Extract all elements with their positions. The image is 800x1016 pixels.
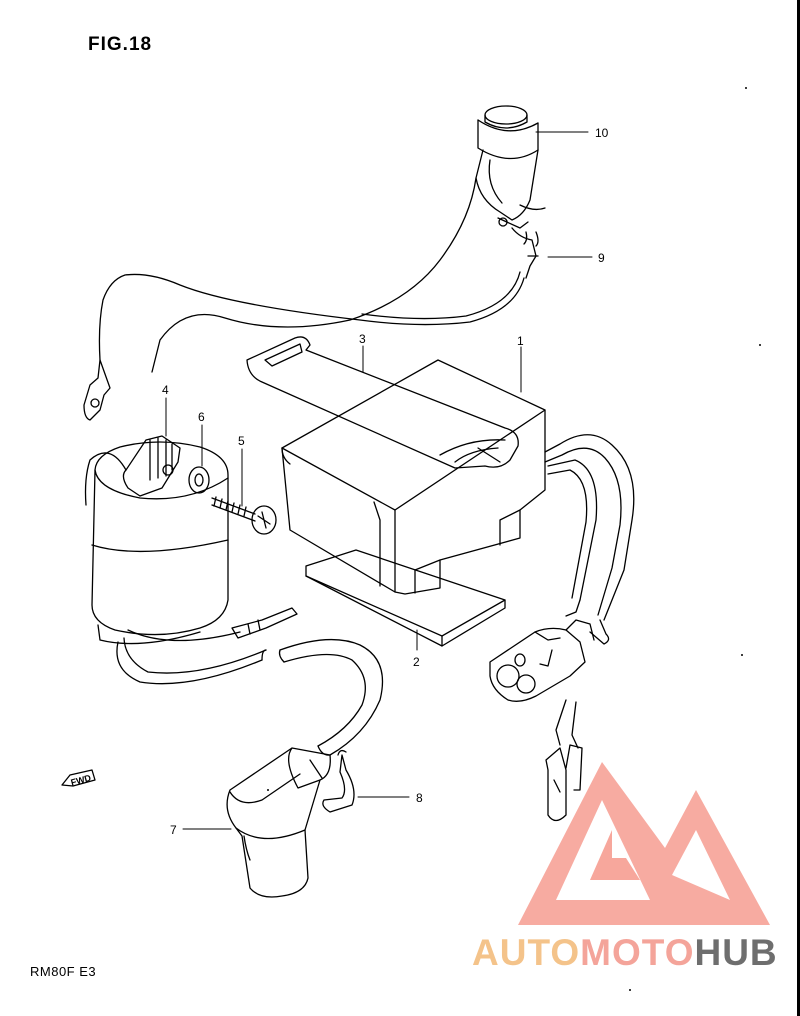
spark-plug-cap [226,747,331,898]
callout-4: 4 [162,383,169,397]
callout-3: 3 [359,332,366,346]
callout-2: 2 [413,655,420,669]
cdi-harness [544,434,635,645]
primary-lead [127,607,298,642]
triangle-logo-icon [518,762,770,925]
callout-9: 9 [598,251,605,265]
forward-arrow-icon [61,769,96,787]
logo-auto: AUTO [472,932,581,973]
screw [211,496,277,535]
bullet-connectors [545,699,583,822]
logo-moto: MOTO [580,932,695,973]
model-code: RM80F E3 [30,964,97,979]
engine-stop-switch [475,105,546,229]
callout-10: 10 [595,126,609,140]
callout-8: 8 [416,791,423,805]
callout-5: 5 [238,434,245,448]
rubber-pad [305,549,506,647]
page-edge [797,0,800,1016]
callout-1: 1 [517,334,524,348]
callout-6: 6 [198,410,205,424]
wire-coupler [489,619,595,702]
callout-leaders [165,131,593,830]
high-tension-lead [116,637,384,756]
wire-clamp [322,749,355,813]
logo-hub: HUB [694,932,778,973]
switch-lead-wire [151,177,477,373]
watermark-logo: AUTOMOTOHUB [472,932,778,974]
ignition-coil [84,435,229,645]
washer [188,466,210,494]
ring-terminal [83,359,111,421]
ignition-unit [281,359,546,595]
switch-ground-wire [98,273,525,361]
ground-terminal [511,227,539,279]
callout-7: 7 [170,823,177,837]
mounting-band [246,336,519,469]
figure-title: FIG.18 [88,34,153,55]
